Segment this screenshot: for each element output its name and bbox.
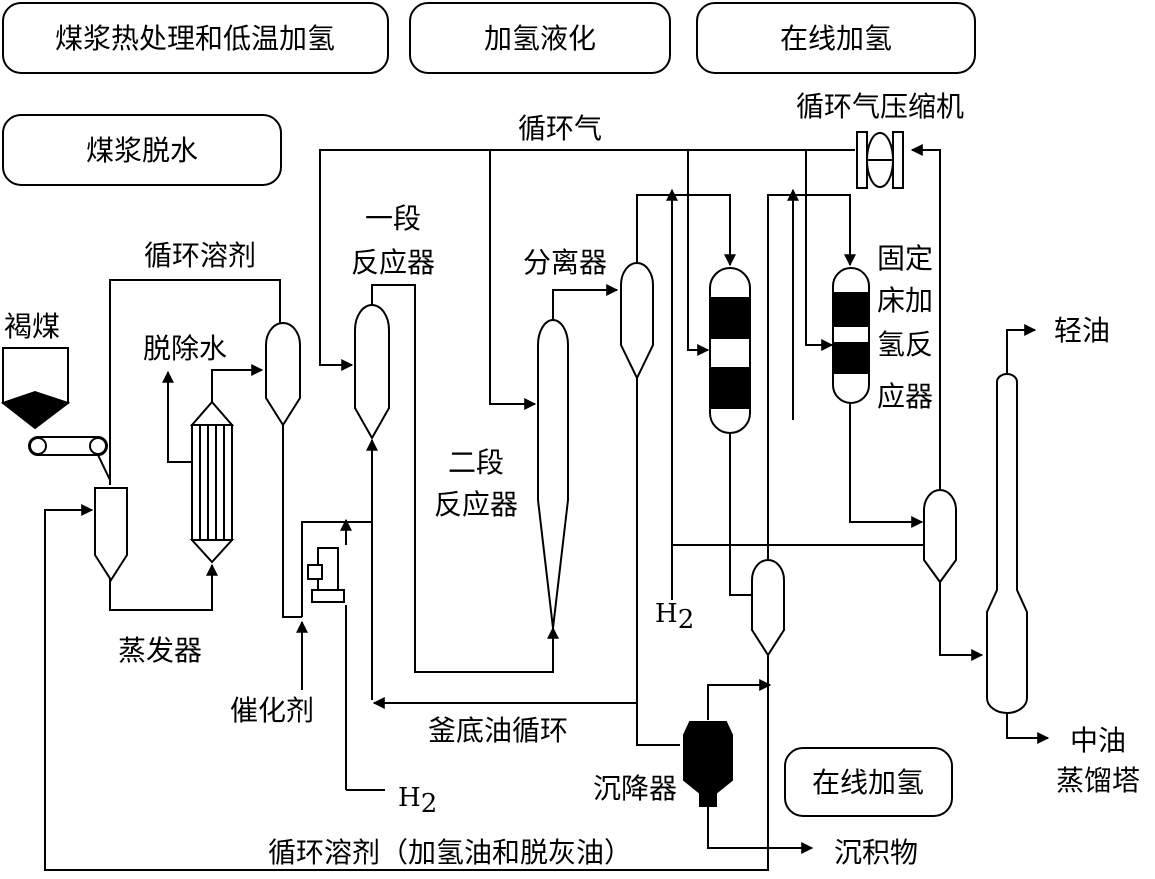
stage2-label-2: 反应器: [434, 488, 518, 521]
h2-lower-label: H2: [398, 783, 437, 819]
reactor-a-to-separator2-line: [729, 430, 752, 596]
evaporator-to-dewater-line: [211, 364, 264, 405]
fixed-bed-label-4: 应器: [877, 380, 933, 413]
h2-main-label: H2: [655, 599, 694, 635]
cycle-solvent-line: [109, 279, 281, 485]
mixer-tank: [94, 487, 128, 582]
fixed-bed-label-2: 床加: [877, 284, 933, 317]
separator2-to-reactor-b-line: [767, 194, 856, 565]
settler: [683, 721, 733, 807]
feed-pump: [307, 547, 345, 603]
section-online-bottom: 在线加氢: [784, 747, 953, 817]
distillation-tower: [986, 373, 1028, 714]
stage1-label-1: 一段: [365, 202, 421, 235]
light-oil-line: [1006, 324, 1037, 375]
reactor-a: [709, 267, 751, 434]
separator: [620, 262, 654, 381]
reactor-b: [832, 267, 870, 404]
lignite-hopper: [0, 347, 71, 430]
stage1-to-stage2-line: [371, 284, 559, 673]
separator3-to-compressor-line: [910, 144, 941, 490]
middle-oil-label: 中油: [1070, 724, 1126, 757]
separator-3: [923, 489, 957, 584]
water-removed-label: 脱除水: [143, 332, 227, 365]
separator-to-reactor-a-line: [636, 194, 736, 267]
cycle-solvent-label: 循环溶剂: [144, 239, 256, 272]
evaporator-label: 蒸发器: [118, 634, 202, 667]
stage2-label-1: 二段: [448, 446, 504, 479]
separator-2: [751, 559, 785, 657]
water-removed-line: [162, 370, 200, 463]
fixed-bed-label-1: 固定: [877, 242, 933, 275]
settler-to-online-line: [707, 679, 772, 720]
section-dewater: 煤浆脱水: [2, 114, 282, 186]
fixed-bed-label-3: 氢反: [877, 328, 933, 361]
residue-cycle-label: 釜底油循环: [428, 714, 568, 747]
cycle-gas-to-reactor-a-line: [687, 150, 710, 356]
stage1-label-2: 反应器: [351, 246, 435, 279]
section-liquefaction-label: 加氢液化: [484, 22, 596, 55]
section-pretreat: 煤浆热处理和低温加氢: [2, 2, 389, 74]
cycle-gas-label: 循环气: [518, 112, 602, 145]
mixer-to-evaporator-line: [109, 563, 218, 611]
dewater-to-pump-line: [282, 425, 302, 618]
tower-label: 蒸馏塔: [1056, 764, 1140, 797]
stage2-reactor: [537, 319, 569, 629]
settler-label: 沉降器: [593, 772, 677, 805]
stage2-to-separator-line: [552, 284, 619, 320]
light-oil-label: 轻油: [1054, 314, 1110, 347]
section-pretreat-label: 煤浆热处理和低温加氢: [55, 22, 335, 55]
separator-to-settler-line: [636, 378, 680, 746]
cycle-gas-compressor: [856, 131, 904, 189]
section-online-top-label: 在线加氢: [780, 22, 892, 55]
sediment-line: [707, 805, 814, 854]
section-dewater-label: 煤浆脱水: [86, 134, 198, 167]
stage1-reactor: [354, 304, 390, 441]
separator3-to-tower-line: [939, 582, 984, 661]
bottom-recycle-label: 循环溶剂（加氢油和脱灰油）: [268, 836, 632, 869]
evaporator: [189, 400, 235, 564]
dewater-separator: [265, 322, 301, 427]
cycle-gas-to-stage2-line: [489, 150, 537, 410]
sediment-label: 沉积物: [834, 836, 918, 869]
section-liquefaction: 加氢液化: [409, 2, 671, 74]
middle-oil-line: [1006, 712, 1050, 744]
process-lines: [44, 144, 1050, 871]
catalyst-label: 催化剂: [230, 694, 314, 727]
conveyor: [28, 436, 111, 481]
cycle-gas-line: [319, 149, 855, 371]
section-online-top: 在线加氢: [696, 2, 976, 74]
lignite-label: 褐煤: [4, 310, 60, 343]
bottom-recycle-line: [44, 504, 769, 871]
separator-label: 分离器: [523, 246, 607, 279]
compressor-label: 循环气压缩机: [796, 90, 964, 123]
reactor-b-to-separator3-line: [849, 400, 924, 528]
section-online-bottom-label: 在线加氢: [812, 766, 924, 799]
cycle-gas-to-reactor-b-line: [805, 150, 834, 351]
